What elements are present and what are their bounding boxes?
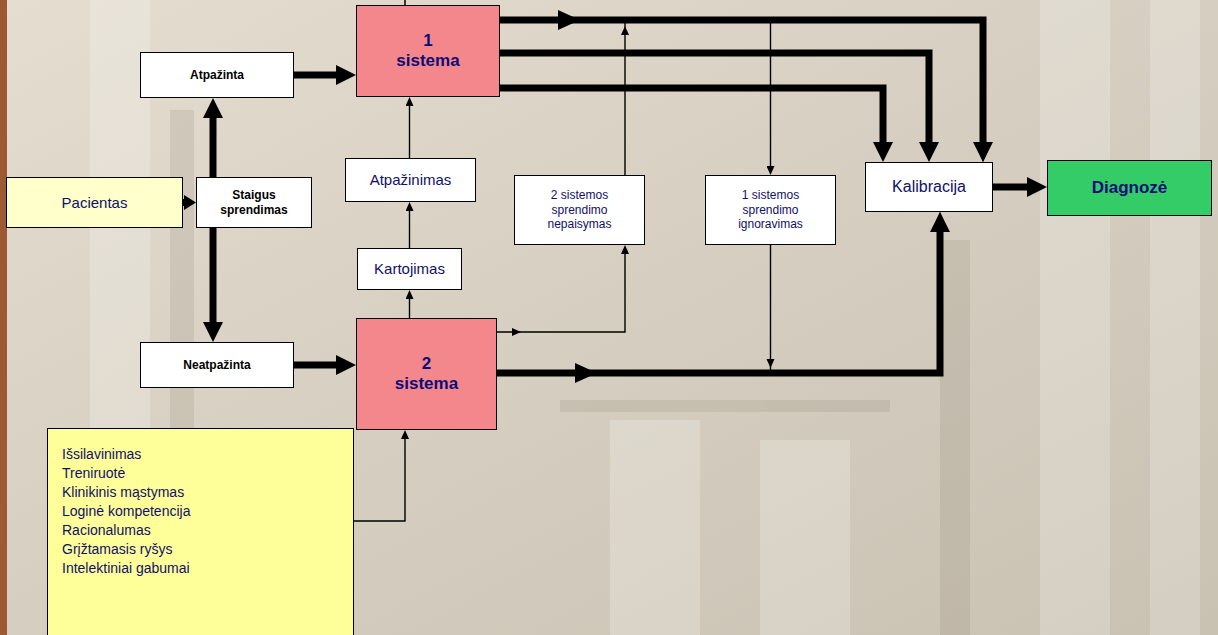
box-label: Kalibracija — [892, 177, 966, 196]
thick-arrow — [294, 72, 336, 79]
process-box: Kalibracija — [865, 162, 993, 212]
arrowhead — [558, 10, 580, 30]
list-item: Išsilavinimas — [62, 445, 141, 464]
factor-list: IšsilavinimasTreniruotėKlinikinis mąstym… — [47, 428, 354, 635]
box-label: Kartojimas — [374, 260, 445, 278]
thin-arrow — [409, 299, 410, 318]
thin-arrow — [500, 20, 771, 166]
thin-arrow — [625, 20, 983, 175]
box-label: 2 sistemos sprendimo nepaisymas — [534, 188, 626, 231]
thick-arrow — [993, 184, 1027, 191]
list-item: Grįžtamasis ryšys — [62, 540, 172, 559]
column — [1040, 0, 1110, 635]
arrowhead — [512, 328, 521, 336]
thick-arrow — [500, 53, 929, 142]
ledge — [560, 400, 890, 412]
list-item: Loginė kompetencija — [62, 502, 190, 521]
input-box: Pacientas — [6, 177, 183, 228]
state-box: Neatpažinta — [140, 342, 294, 388]
thick-arrow — [497, 232, 940, 373]
box-label: Diagnozė — [1092, 178, 1168, 198]
box-label: 1 sistema — [393, 31, 463, 72]
box-label: Atpažinimas — [370, 171, 452, 189]
list-item: Klinikinis mąstymas — [62, 483, 184, 502]
box-label: Neatpažinta — [183, 358, 250, 372]
box-label: Atpažinta — [190, 68, 244, 82]
thick-arrow — [500, 88, 883, 142]
list-item: Racionalumas — [62, 521, 151, 540]
process-box: Kartojimas — [357, 248, 462, 290]
arrowhead — [621, 26, 629, 35]
thick-arrow — [210, 118, 217, 177]
state-box: Atpažinta — [140, 52, 294, 98]
thin-arrow — [409, 106, 410, 158]
result-box: Diagnozė — [1047, 160, 1212, 216]
window — [610, 420, 700, 635]
thin-arrow — [497, 254, 625, 332]
list-item: Intelektiniai gabumai — [62, 559, 190, 578]
decision-box: Staigus sprendimas — [196, 177, 312, 228]
box-label: 2 sistema — [392, 354, 462, 395]
process-box: Atpažinimas — [345, 158, 476, 202]
arrowhead — [575, 363, 597, 383]
arrowhead — [767, 359, 775, 368]
system-box: 1 sistema — [356, 5, 500, 97]
override-box: 1 sistemos sprendimo ignoravimas — [705, 175, 836, 245]
thick-arrow — [210, 228, 217, 322]
edge-strip — [0, 0, 7, 635]
box-label: 1 sistemos sprendimo ignoravimas — [725, 188, 817, 231]
window — [760, 440, 850, 635]
thick-arrow — [500, 20, 983, 142]
list-item: Treniruotė — [62, 464, 125, 483]
pillar — [940, 240, 970, 635]
system-box: 2 sistema — [356, 318, 497, 430]
thick-arrow — [294, 362, 336, 369]
override-box: 2 sistemos sprendimo nepaisymas — [514, 175, 645, 245]
thin-arrow — [354, 439, 405, 521]
box-label: Staigus sprendimas — [213, 188, 295, 217]
thick-arrow — [183, 199, 184, 206]
box-label: Pacientas — [62, 194, 128, 212]
thin-arrow — [409, 211, 410, 248]
column — [1150, 0, 1200, 635]
